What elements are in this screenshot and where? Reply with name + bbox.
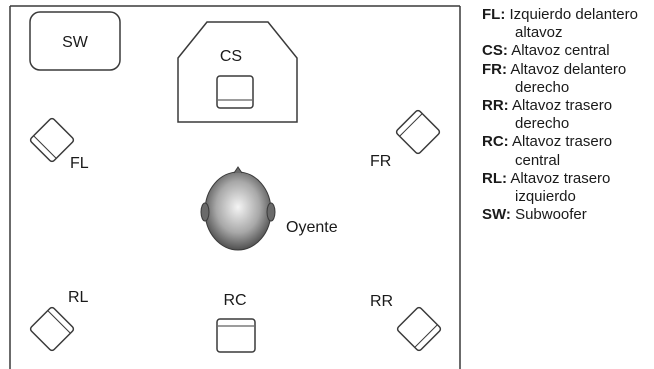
legend-key: RL: — [482, 169, 507, 187]
room-outline — [9, 5, 461, 369]
speaker-legend: FL: Izquierdo delantero altavoz CS: Alta… — [482, 6, 654, 224]
front-left-speaker: FL — [29, 117, 89, 172]
rear-center-label: RC — [223, 292, 246, 309]
center-speaker-label: CS — [220, 48, 242, 65]
speaker-layout-diagram: SW CS FL FR Oyente RL — [9, 5, 461, 369]
legend-desc: Altavoz trasero derecho — [512, 97, 613, 133]
legend-entry-cs: CS: Altavoz central — [482, 42, 654, 60]
rear-right-label: RR — [370, 293, 393, 310]
rear-left-speaker: RL — [29, 289, 89, 352]
rear-right-speaker: RR — [370, 293, 442, 352]
rear-center-speaker: RC — [216, 292, 256, 353]
legend-key: FR: — [482, 60, 507, 78]
legend-entry-fr: FR: Altavoz delantero derecho — [482, 61, 654, 97]
legend-key: SW: — [482, 206, 511, 224]
legend-key: RR: — [482, 97, 509, 115]
rear-left-label: RL — [68, 289, 89, 306]
subwoofer-label: SW — [62, 34, 89, 51]
front-right-speaker: FR — [370, 109, 441, 170]
legend-key: CS: — [482, 42, 508, 60]
listener-label: Oyente — [286, 219, 338, 236]
legend-entry-sw: SW: Subwoofer — [482, 206, 654, 224]
center-speaker: CS — [177, 21, 298, 123]
legend-key: FL: — [482, 6, 506, 23]
front-right-label: FR — [370, 153, 391, 170]
listener-head: Oyente — [200, 166, 338, 251]
legend-entry-rl: RL: Altavoz trasero izquierdo — [482, 170, 654, 206]
legend-desc: Subwoofer — [515, 206, 587, 224]
legend-entry-rc: RC: Altavoz trasero central — [482, 133, 654, 169]
legend-desc: Izquierdo delantero altavoz — [509, 6, 638, 42]
legend-key: RC: — [482, 133, 509, 151]
legend-desc: Altavoz delantero derecho — [510, 60, 627, 96]
legend-desc: Altavoz trasero central — [512, 133, 613, 169]
legend-desc: Altavoz trasero izquierdo — [510, 169, 611, 206]
legend-entry-rr: RR: Altavoz trasero derecho — [482, 97, 654, 133]
legend-entry-fl: FL: Izquierdo delantero altavoz — [482, 6, 654, 42]
legend-desc: Altavoz central — [511, 42, 610, 60]
subwoofer-speaker: SW — [29, 11, 121, 71]
front-left-label: FL — [70, 155, 89, 172]
